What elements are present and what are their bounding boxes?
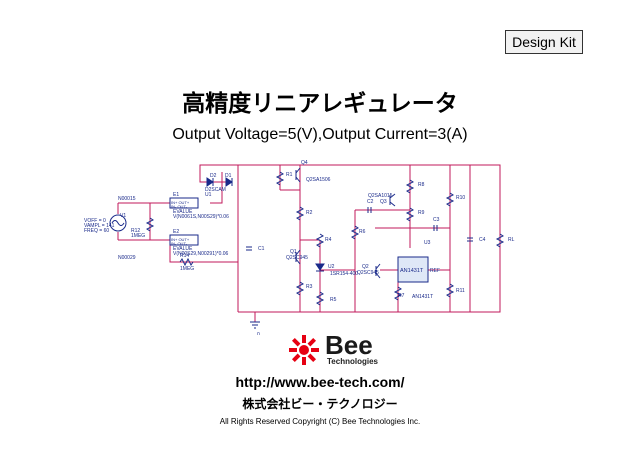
- resistor-r10: [445, 192, 455, 207]
- label-u1: U1: [205, 192, 212, 198]
- resistor-r3: [295, 281, 305, 296]
- label-e2-evalue: EVALUE: [173, 246, 193, 252]
- company-name: 株式会社ビー・テクノロジー: [242, 397, 398, 411]
- label-q3-part: Q2SA1015: [368, 193, 393, 199]
- resistor-r6: [350, 225, 360, 240]
- website-url[interactable]: http://www.bee-tech.com/: [235, 374, 405, 390]
- label-e2-pins-neg: IN- OUT-: [171, 241, 188, 246]
- bee-logo: Bee Technologies: [285, 330, 405, 369]
- transistor-q1: [295, 249, 301, 265]
- label-r6: R6: [359, 229, 366, 235]
- logo-subtext: Technologies: [327, 357, 378, 366]
- shunt-regulator-u3: [397, 256, 429, 283]
- label-r10: R10: [456, 195, 465, 201]
- ground-symbol: [250, 321, 260, 329]
- label-q3: Q3: [380, 199, 387, 205]
- label-r2: R2: [306, 210, 313, 216]
- capacitor-c1: [246, 246, 252, 251]
- wires: [117, 164, 501, 322]
- resistor-r4: [315, 233, 325, 248]
- resistor-r11: [445, 283, 455, 298]
- circuit-schematic: Q4 Q2SA1506 R1 D2 D1 D2SCAM U1 R8 R10 R2…: [84, 160, 515, 335]
- voltage-source-v1: [109, 214, 127, 232]
- label-d2: D2: [210, 173, 217, 179]
- label-r1: R1: [286, 172, 293, 178]
- label-q2-part: Q2SC945: [357, 270, 379, 276]
- label-q4: Q4: [301, 160, 308, 166]
- label-n00015: N00015: [118, 196, 136, 202]
- diode-d2: [206, 177, 214, 187]
- transistor-q2: [375, 263, 381, 279]
- label-e2: E2: [173, 229, 179, 235]
- resistor-r8: [405, 179, 415, 194]
- label-r8: R8: [418, 182, 425, 188]
- label-u3: U3: [424, 240, 431, 246]
- label-u2-part: 1SR154-400: [330, 271, 358, 277]
- label-c2: C2: [367, 199, 374, 205]
- label-ref: REF: [430, 268, 440, 274]
- label-n00029: N00029: [118, 255, 136, 261]
- components: [109, 167, 505, 329]
- page-title: 高精度リニアレギュレータ: [182, 91, 458, 117]
- label-voff: VOFF = 0: [84, 218, 106, 224]
- label-v1: V1: [120, 213, 126, 219]
- label-e2-pins: IN+ OUT+: [171, 237, 190, 242]
- label-r3: R3: [306, 284, 313, 290]
- label-e1-pins-neg: IN- OUT-: [171, 204, 188, 209]
- label-d1: D1: [225, 173, 232, 179]
- label-r4: R4: [325, 237, 332, 243]
- capacitor-c4: [467, 237, 473, 242]
- label-ground: 0: [257, 332, 260, 335]
- label-q1-part: Q2SC945: [286, 255, 308, 261]
- label-c4: C4: [479, 237, 486, 243]
- label-d2-part: D2SCAM: [205, 187, 226, 193]
- label-an1431-box: AN1431T: [400, 268, 424, 274]
- design-kit-badge: Design Kit: [505, 30, 583, 54]
- diode-d1: [225, 177, 233, 187]
- label-e1: E1: [173, 192, 179, 198]
- capacitor-c3: [433, 225, 438, 231]
- logo-word: Bee: [325, 330, 373, 360]
- label-q4-part: Q2SA1506: [306, 177, 331, 183]
- component-labels: Q4 Q2SA1506 R1 D2 D1 D2SCAM U1 R8 R10 R2…: [84, 160, 515, 335]
- resistor-r9: [405, 207, 415, 222]
- resistor-r7: [393, 286, 403, 301]
- label-r14: R14: [180, 253, 189, 259]
- label-q2: Q2: [362, 264, 369, 270]
- label-freq: FREQ = 60: [84, 228, 109, 234]
- label-q1: Q1: [290, 249, 297, 255]
- zener-u2: [315, 263, 325, 272]
- label-r12: R12: [131, 228, 140, 234]
- resistor-r2: [295, 206, 305, 221]
- label-e1-pins: IN+ OUT+: [171, 200, 190, 205]
- transistor-q3: [389, 193, 396, 207]
- label-c1: C1: [258, 246, 265, 252]
- label-u2: U2: [328, 264, 335, 270]
- label-e1-evalue: EVALUE: [173, 209, 193, 215]
- label-rl: RL: [508, 237, 515, 243]
- label-r9: R9: [418, 210, 425, 216]
- capacitor-c2: [367, 207, 372, 213]
- label-c3: C3: [433, 217, 440, 223]
- transistor-q4: [295, 167, 301, 183]
- copyright-notice: All Rights Reserved Copyright (C) Bee Te…: [219, 417, 421, 426]
- resistor-r5: [315, 291, 325, 306]
- resistor-r12: [145, 217, 155, 232]
- resistor-r1: [275, 171, 285, 186]
- label-e1-expr: V(N0061S,N00S29)*0.06: [173, 214, 229, 220]
- label-r7: R7: [398, 293, 405, 299]
- vcvs-e1: [169, 197, 199, 209]
- label-r5: R5: [330, 297, 337, 303]
- label-an1431: AN1431T: [412, 294, 433, 300]
- page-subtitle: Output Voltage=5(V),Output Current=3(A): [172, 126, 468, 143]
- resistor-rl: [495, 233, 505, 248]
- label-vampl: VAMPL = 141: [84, 223, 115, 229]
- label-r14-val: 1MEG: [180, 266, 194, 272]
- label-e2-expr: V(N00S29,N00291)*0.06: [173, 251, 229, 257]
- bee-logo-mark: [289, 335, 319, 365]
- resistor-r14: [179, 257, 194, 267]
- label-r12-val: 1MEG: [131, 233, 145, 239]
- vcvs-e2: [169, 234, 199, 246]
- label-r11: R11: [456, 288, 465, 294]
